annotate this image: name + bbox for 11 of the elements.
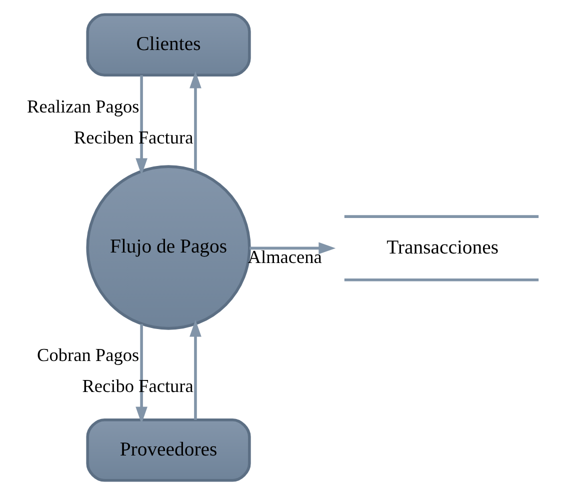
edge-label: Cobran Pagos [37, 344, 140, 365]
node-text: Transacciones [386, 236, 499, 258]
arrow [190, 319, 202, 420]
edge-label: Realizan Pagos [27, 96, 140, 116]
edge-label: Recibo Factura [82, 376, 194, 396]
arrow [190, 70, 202, 170]
arrow [136, 74, 148, 175]
node-box: Clientes [86, 12, 251, 76]
arrow [136, 324, 148, 424]
node-box: Proveedores [86, 418, 251, 482]
edge-label: Reciben Factura [74, 126, 194, 147]
